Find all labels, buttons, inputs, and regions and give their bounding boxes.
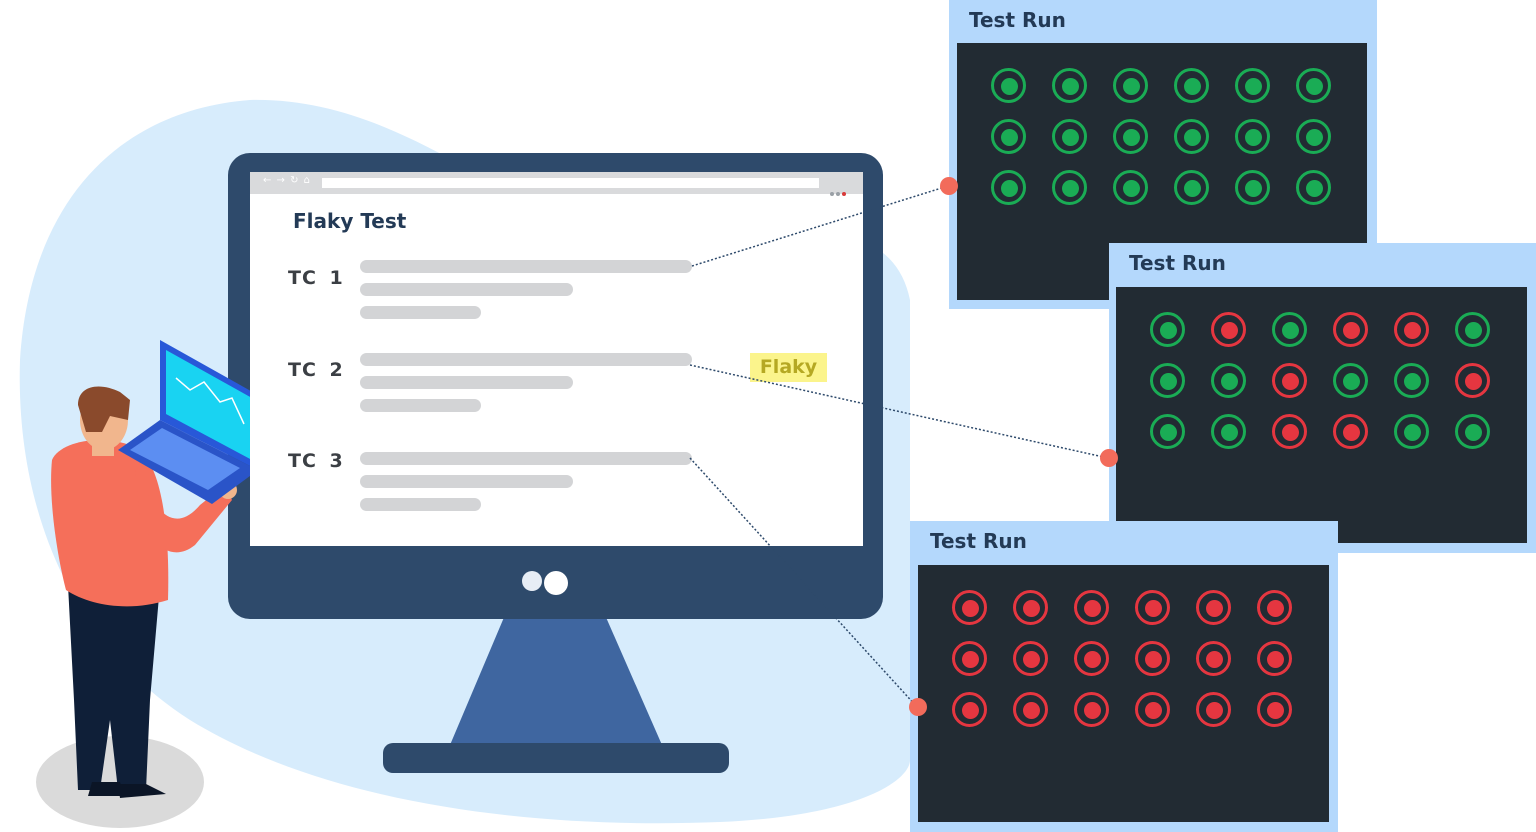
fail-result-icon [1333,414,1368,449]
pass-result-icon [1211,363,1246,398]
fail-result-icon [1257,590,1292,625]
fail-result-icon [1013,590,1048,625]
pass-result-icon [991,119,1026,154]
fail-result-icon [1455,363,1490,398]
monitor-base [383,743,729,773]
pass-result-icon [1174,170,1209,205]
pass-result-icon [1052,119,1087,154]
person-shoes [88,782,166,798]
browser-nav-icons[interactable]: ← → ↻ ⌂ [263,175,312,186]
pass-result-icon [1174,119,1209,154]
placeholder-line [360,399,481,412]
pass-result-icon [1052,170,1087,205]
monitor-dot-right [544,571,568,595]
placeholder-line [360,475,573,488]
window-dot-icon[interactable] [830,192,834,196]
fail-result-icon [1196,590,1231,625]
fail-result-icon [1135,641,1170,676]
monitor-stand [450,615,662,745]
fail-result-icon [1074,692,1109,727]
pass-result-icon [1113,68,1148,103]
person-arm [135,470,232,553]
window-dot-icon[interactable] [836,192,840,196]
pass-result-icon [1455,414,1490,449]
panel-title: Test Run [969,8,1066,32]
fail-result-icon [1013,692,1048,727]
pass-result-icon [1150,414,1185,449]
placeholder-line [360,353,692,366]
fail-result-icon [1272,414,1307,449]
pass-result-icon [1150,312,1185,347]
placeholder-line [360,260,692,273]
fail-result-icon [1074,590,1109,625]
fail-result-icon [1394,312,1429,347]
pass-result-icon [1235,119,1270,154]
pass-result-icon [1296,119,1331,154]
pass-result-icon [1394,414,1429,449]
placeholder-line [360,306,481,319]
close-dot-icon[interactable] [842,192,846,196]
person-hair [78,386,130,432]
address-bar[interactable] [322,178,819,188]
window-controls[interactable] [828,181,846,200]
laptop-keyboard [130,428,240,490]
fail-result-icon [952,692,987,727]
flaky-badge: Flaky [750,353,827,382]
laptop-screen [166,350,252,460]
fail-result-icon [1135,590,1170,625]
fail-result-icon [1272,363,1307,398]
fail-result-icon [952,641,987,676]
test-run-results-grid [918,565,1329,822]
test-case-label-1: TC 1 [288,267,344,289]
test-case-label-3: TC 3 [288,450,344,472]
laptop-chart-line [175,377,245,425]
pass-result-icon [1296,68,1331,103]
pass-result-icon [1211,414,1246,449]
monitor-dot-left [522,571,542,591]
fail-result-icon [1196,641,1231,676]
pass-result-icon [1113,170,1148,205]
monitor-screen: ← → ↻ ⌂ Flaky Test TC 1 TC 2 Flaky TC 3 [250,172,863,546]
pass-result-icon [991,68,1026,103]
pass-result-icon [1150,363,1185,398]
fail-result-icon [1333,312,1368,347]
browser-toolbar: ← → ↻ ⌂ [250,172,863,196]
placeholder-line [360,376,573,389]
pass-result-icon [1235,170,1270,205]
test-case-label-2: TC 2 [288,359,344,381]
fail-result-icon [1013,641,1048,676]
pass-result-icon [1394,363,1429,398]
pass-result-icon [1174,68,1209,103]
fail-result-icon [1074,641,1109,676]
pass-result-icon [1333,363,1368,398]
fail-result-icon [1257,692,1292,727]
placeholder-line [360,283,573,296]
pass-result-icon [1235,68,1270,103]
fail-result-icon [1196,692,1231,727]
page-title: Flaky Test [293,209,407,233]
placeholder-line [360,498,481,511]
person-legs [68,585,160,790]
fail-result-icon [1211,312,1246,347]
panel-title: Test Run [1129,251,1226,275]
fail-result-icon [1135,692,1170,727]
fail-result-icon [1257,641,1292,676]
panel-title: Test Run [930,529,1027,553]
pass-result-icon [1052,68,1087,103]
pass-result-icon [1296,170,1331,205]
test-run-panel-3: Test Run [910,521,1338,832]
placeholder-line [360,452,692,465]
test-run-panel-2: Test Run [1109,243,1536,553]
test-run-results-grid [1116,287,1527,543]
pass-result-icon [1455,312,1490,347]
fail-result-icon [952,590,987,625]
pass-result-icon [1113,119,1148,154]
pass-result-icon [991,170,1026,205]
pass-result-icon [1272,312,1307,347]
